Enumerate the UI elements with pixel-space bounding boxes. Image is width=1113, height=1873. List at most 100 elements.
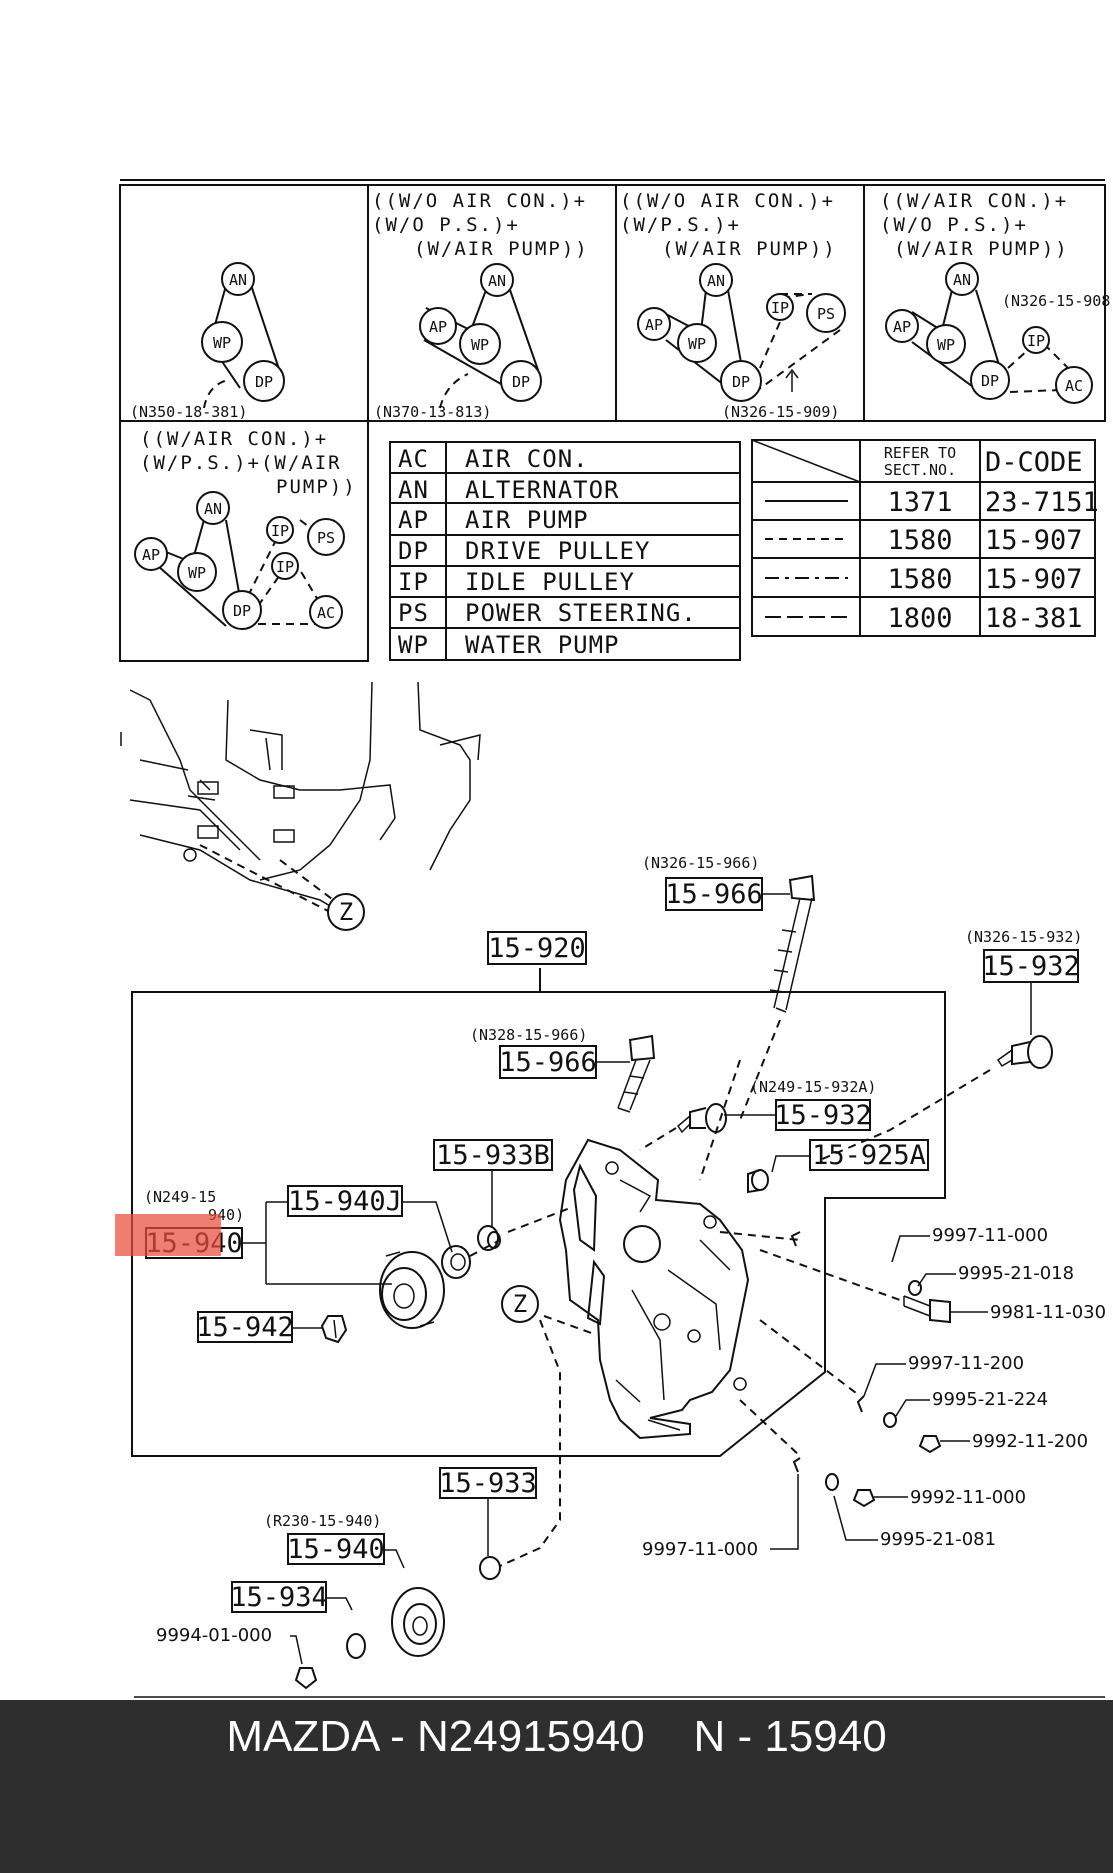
svg-text:PS: PS [817, 305, 835, 323]
svg-text:1580: 1580 [887, 525, 952, 556]
svg-text:DP: DP [398, 537, 429, 565]
bracket-drawing [294, 874, 1053, 1690]
svg-text:DP: DP [981, 372, 999, 390]
svg-text:IP: IP [276, 558, 294, 576]
svg-text:AP: AP [645, 316, 663, 334]
z-marker-label: Z [339, 898, 353, 926]
bolt-15-932-right [996, 1035, 1053, 1069]
svg-text:DP: DP [233, 602, 251, 620]
hw-9995-21-018: 9995-21-018 [958, 1263, 1074, 1284]
svg-text:WP: WP [213, 334, 231, 352]
svg-text:AN: AN [707, 272, 725, 290]
svg-text:(W/O P.S.)+: (W/O P.S.)+ [372, 214, 520, 236]
svg-text:AP: AP [429, 318, 447, 336]
bolt-15-966-top [769, 874, 816, 1013]
svg-text:AIR CON.: AIR CON. [465, 445, 589, 473]
part-ref: (N328-15-966) [470, 1026, 587, 1044]
highlight-box [115, 1214, 221, 1256]
svg-text:WP: WP [471, 336, 489, 354]
svg-text:((W/O AIR CON.)+: ((W/O AIR CON.)+ [372, 190, 587, 212]
svg-text:IDLE PULLEY: IDLE PULLEY [465, 568, 635, 596]
svg-text:18-381: 18-381 [985, 603, 1083, 634]
parts-diagram: AN WP DP (N350-18-381) ((W/O AIR CON.)+ … [115, 179, 1113, 1698]
svg-text:SECT.NO.: SECT.NO. [884, 461, 956, 479]
svg-text:WATER PUMP: WATER PUMP [465, 631, 620, 659]
part-15-933b: 15-933B [436, 1140, 550, 1171]
svg-text:(N350-18-381): (N350-18-381) [130, 403, 247, 421]
svg-text:((W/AIR CON.)+: ((W/AIR CON.)+ [880, 190, 1068, 212]
hw-9981-11-030: 9981-11-030 [990, 1302, 1106, 1323]
svg-text:WP: WP [188, 564, 206, 582]
svg-text:(N326-15-908): (N326-15-908) [1002, 292, 1113, 310]
part-ref: (N326-15-932) [965, 928, 1082, 946]
svg-text:DRIVE PULLEY: DRIVE PULLEY [465, 537, 650, 565]
bracket-assembly-frame [131, 968, 946, 1457]
bolt-15-932-inner [677, 1103, 727, 1134]
footer-bar [0, 1700, 1113, 1873]
svg-text:15-907: 15-907 [985, 525, 1083, 556]
svg-text:IP: IP [771, 299, 789, 317]
svg-text:((W/AIR CON.)+: ((W/AIR CON.)+ [140, 428, 328, 450]
svg-text:IP: IP [1027, 332, 1045, 350]
svg-text:AIR PUMP: AIR PUMP [465, 506, 589, 534]
part-15-940j: 15-940J [288, 1186, 402, 1217]
belt-diagram-4: ((W/AIR CON.)+ (W/O P.S.)+ (W/AIR PUMP))… [880, 190, 1113, 404]
part-15-920: 15-920 [488, 933, 586, 964]
svg-text:(W/O P.S.)+: (W/O P.S.)+ [880, 214, 1028, 236]
svg-text:23-7151: 23-7151 [985, 487, 1099, 518]
svg-text:D-CODE: D-CODE [985, 447, 1083, 478]
svg-text:POWER STEERING.: POWER STEERING. [465, 599, 697, 627]
hw-9997-11-000-a: 9997-11-000 [932, 1225, 1048, 1246]
engine-block-sketch [120, 681, 481, 913]
hw-9992-11-000: 9992-11-000 [910, 1487, 1026, 1508]
svg-text:(W/AIR PUMP)): (W/AIR PUMP)) [662, 238, 837, 260]
svg-text:(W/AIR PUMP)): (W/AIR PUMP)) [414, 238, 589, 260]
svg-text:AP: AP [398, 506, 429, 534]
svg-text:AN: AN [488, 272, 506, 290]
belt-diagram-2: ((W/O AIR CON.)+ (W/O P.S.)+ (W/AIR PUMP… [372, 190, 589, 421]
hw-9992-11-200: 9992-11-200 [972, 1431, 1088, 1452]
svg-text:WP: WP [937, 336, 955, 354]
hw-9995-21-224: 9995-21-224 [932, 1389, 1048, 1410]
svg-text:AP: AP [893, 318, 911, 336]
hw-9997-11-000-b: 9997-11-000 [642, 1539, 758, 1560]
svg-text:AP: AP [142, 546, 160, 564]
part-ref: (N326-15-966) [642, 854, 759, 872]
svg-text:1371: 1371 [887, 487, 952, 518]
svg-text:PUMP)): PUMP)) [276, 476, 357, 498]
part-ref: (N249-15 [144, 1188, 216, 1206]
svg-text:PS: PS [317, 529, 335, 547]
svg-text:AN: AN [953, 271, 971, 289]
svg-text:DP: DP [255, 373, 273, 391]
part-15-942: 15-942 [196, 1312, 294, 1343]
belt-diagram-1: AN WP DP (N350-18-381) [130, 262, 285, 421]
hw-9994-01-000: 9994-01-000 [156, 1625, 272, 1646]
lower-hardware [294, 1231, 942, 1690]
svg-text:(W/P.S.)+(W/AIR: (W/P.S.)+(W/AIR [140, 452, 342, 474]
part-15-920-box [487, 931, 587, 965]
svg-text:1580: 1580 [887, 564, 952, 595]
svg-text:(W/AIR PUMP)): (W/AIR PUMP)) [894, 238, 1069, 260]
svg-text:15-907: 15-907 [985, 564, 1083, 595]
svg-text:(W/P.S.)+: (W/P.S.)+ [620, 214, 741, 236]
svg-text:WP: WP [398, 631, 429, 659]
part-15-925a: 15-925A [812, 1140, 926, 1171]
svg-text:ALTERNATOR: ALTERNATOR [465, 476, 620, 504]
part-15-932-inner: 15-932 [774, 1100, 872, 1131]
svg-text:1800: 1800 [887, 603, 952, 634]
belt-type-table: REFER TO SECT.NO. D-CODE 1371 23-7151 15… [751, 439, 1099, 637]
svg-text:REFER TO: REFER TO [884, 444, 956, 462]
part-callouts: 15-920 (N326-15-966) 15-966 (N326-15-932… [144, 854, 1106, 1665]
svg-text:(N370-13-813): (N370-13-813) [374, 403, 491, 421]
pulley-15-940 [379, 1251, 445, 1329]
svg-text:AN: AN [229, 271, 247, 289]
part-15-966-inner: 15-966 [499, 1047, 597, 1078]
svg-text:((W/O AIR CON.)+: ((W/O AIR CON.)+ [620, 190, 835, 212]
svg-text:AC: AC [398, 445, 429, 473]
part-ref: (R230-15-940) [264, 1512, 381, 1530]
hw-9995-21-081: 9995-21-081 [880, 1529, 996, 1550]
bushing-15-925a [747, 1169, 769, 1194]
svg-text:AN: AN [204, 500, 222, 518]
part-15-934: 15-934 [230, 1582, 328, 1613]
